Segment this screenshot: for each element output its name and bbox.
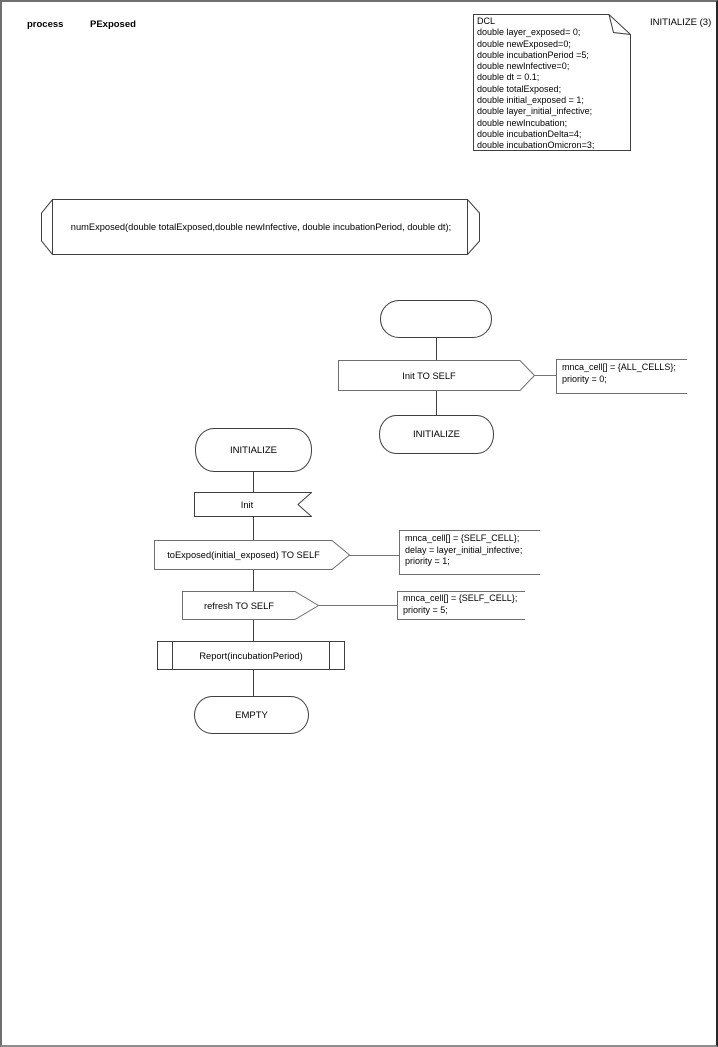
output-symbol-outline [338,360,535,391]
output-symbol-refresh[interactable]: refresh TO SELF [182,591,319,620]
comment-init-text: mnca_cell[] = {ALL_CELLS}; priority = 0; [562,362,676,384]
comment-bracket-outline [397,591,525,620]
procedure-call-outline [157,641,345,670]
comment-bracket-outline [556,359,687,394]
comment-links [318,375,556,606]
text-symbol-declarations[interactable]: DCL double layer_exposed= 0; double newE… [473,14,631,151]
output-symbol-outline [154,540,350,570]
comment-refresh-text: mnca_cell[] = {SELF_CELL}; priority = 5; [403,593,518,615]
input-symbol-outline [194,492,312,517]
input-symbol-init[interactable]: Init [194,492,312,517]
dcl-declarations-text: DCL double layer_exposed= 0; double newE… [477,16,595,149]
flow-connectors [253,338,437,696]
state-symbol-initialize[interactable]: INITIALIZE [195,428,312,472]
procedure-call-symbol-report[interactable]: Report(incubationPeriod) [157,641,345,670]
state-symbol-empty[interactable]: EMPTY [194,696,309,734]
comment-symbol-refresh[interactable]: mnca_cell[] = {SELF_CELL}; priority = 5; [397,591,525,620]
state-initialize-label: INITIALIZE [230,444,277,456]
comment-toexposed-text: mnca_cell[] = {SELF_CELL}; delay = layer… [405,533,523,567]
start-symbol[interactable] [380,300,492,338]
comment-symbol-init[interactable]: mnca_cell[] = {ALL_CELLS}; priority = 0; [556,359,687,394]
state-empty-label: EMPTY [235,709,268,721]
comment-symbol-toexposed[interactable]: mnca_cell[] = {SELF_CELL}; delay = layer… [399,530,540,575]
page-reference-label: INITIALIZE (3) [650,17,712,28]
state-symbol-initialize-next[interactable]: INITIALIZE [379,415,494,454]
output-symbol-toexposed[interactable]: toExposed(initial_exposed) TO SELF [154,540,350,570]
state-initialize-label: INITIALIZE [413,429,460,440]
output-symbol-init[interactable]: Init TO SELF [338,360,535,391]
output-symbol-outline [182,591,319,620]
process-name: PExposed [90,19,136,30]
procedure-declaration-symbol[interactable]: numExposed(double totalExposed,double ne… [41,199,481,255]
comment-bracket-outline [399,530,540,575]
process-kind-label: process [27,19,64,30]
procedure-declaration-outline [41,199,480,255]
text-symbol-outline [473,14,631,151]
